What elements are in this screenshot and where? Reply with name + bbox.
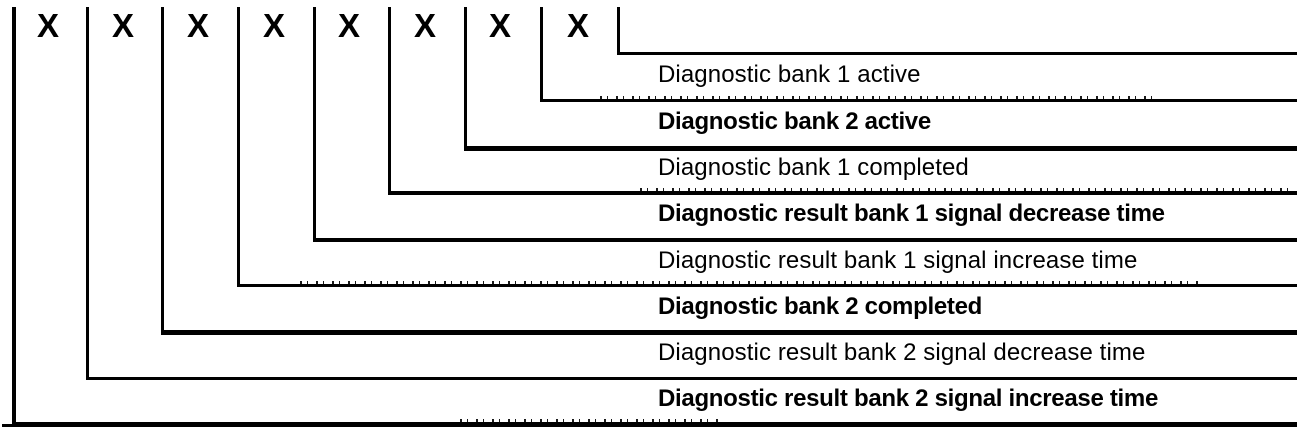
line-texture [300, 281, 1200, 284]
connector-line-bit5 [313, 7, 1297, 242]
line-texture [600, 96, 1160, 99]
bit-label-result-bank-2-signal-increase-time: Diagnostic result bank 2 signal increase… [658, 385, 1159, 412]
line-texture [640, 188, 1295, 191]
connector-line-bit3 [464, 7, 1297, 151]
bit-marker-6: X [186, 7, 209, 44]
connector-line-bit6 [237, 7, 1297, 287]
bit-label-diagnostic-bank-2-active: Diagnostic bank 2 active [658, 108, 931, 135]
bit-marker-7: X [111, 7, 134, 44]
connector-line-bit1 [617, 7, 1297, 55]
bit-marker-3: X [413, 7, 436, 44]
connector-line-bit2 [540, 7, 1297, 102]
connector-line-bit8 [86, 7, 1297, 380]
bit-marker-5: X [262, 7, 285, 44]
bit-marker-1: X [566, 7, 589, 44]
connector-line-bit7 [161, 7, 1297, 335]
bit-label-result-bank-1-signal-decrease-time: Diagnostic result bank 1 signal decrease… [658, 200, 1165, 227]
bit-label-diagnostic-bank-1-completed: Diagnostic bank 1 completed [658, 154, 969, 181]
connector-line-left-border [12, 7, 1297, 427]
bit-label-diagnostic-bank-1-active: Diagnostic bank 1 active [658, 61, 921, 88]
line-texture [460, 419, 720, 422]
bit-label-diagnostic-bank-2-completed: Diagnostic bank 2 completed [658, 293, 982, 320]
bit-label-result-bank-1-signal-increase-time: Diagnostic result bank 1 signal increase… [658, 247, 1138, 274]
bit-label-result-bank-2-signal-decrease-time: Diagnostic result bank 2 signal decrease… [658, 339, 1146, 366]
bit-marker-4: X [337, 7, 360, 44]
bit-marker-2: X [488, 7, 511, 44]
scan-noise-dashes [2, 424, 197, 427]
bit-marker-8: X [36, 7, 59, 44]
connector-line-bit4 [388, 7, 1297, 195]
